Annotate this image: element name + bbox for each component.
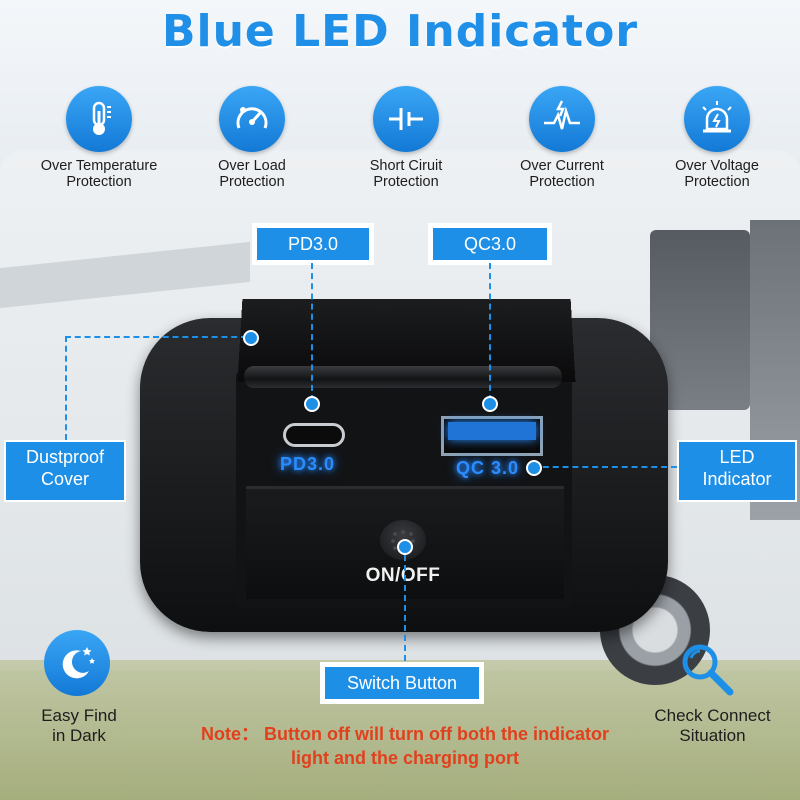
feature-over-voltage: Over Voltage Protection <box>642 86 792 190</box>
qc-port-led-label: QC 3.0 <box>456 458 520 478</box>
switch-callout-line <box>404 545 406 661</box>
on-off-label: ON/OFF <box>365 565 441 586</box>
note-text: Note： Button off will turn off both the … <box>201 724 609 768</box>
pd-callout-dot <box>304 396 320 412</box>
check-connect-label: Check Connect Situation <box>654 706 771 745</box>
feature-over-current: Over Current Protection <box>487 86 637 190</box>
pd-port-led-label: PD3.0 <box>280 454 336 474</box>
feature-label: Over Temperature Protection <box>40 158 158 190</box>
feature-label: Over Load Protection <box>218 158 286 190</box>
cover-hinge <box>244 366 562 388</box>
current-wave-icon <box>529 86 595 152</box>
voltage-light-icon <box>684 86 750 152</box>
moon-stars-icon <box>44 630 110 696</box>
dustproof-callout-line-h <box>65 336 247 338</box>
dustproof-callout-tag: Dustproof Cover <box>4 440 126 502</box>
qc-callout-tag: QC3.0 <box>428 223 552 265</box>
feature-short-circuit: Short Ciruit Protection <box>331 86 481 190</box>
pd-callout-tag: PD3.0 <box>252 223 374 265</box>
qc-callout-line <box>489 263 491 401</box>
usb-c-port[interactable] <box>283 423 345 447</box>
feature-label: Over Current Protection <box>520 158 604 190</box>
usb-a-port-led <box>448 422 536 440</box>
dustproof-callout-line-v <box>65 336 67 440</box>
feature-label: Over Voltage Protection <box>675 158 759 190</box>
qc-callout-dot <box>482 396 498 412</box>
led-callout-line <box>533 466 677 468</box>
thermometer-icon <box>66 86 132 152</box>
led-callout-dot <box>526 460 542 476</box>
magnifier-icon <box>678 640 738 700</box>
feature-label: Short Ciruit Protection <box>369 158 443 190</box>
pd-callout-line <box>311 263 313 401</box>
page-title: Blue LED Indicator <box>161 6 639 57</box>
led-callout-tag: LED Indicator <box>677 440 797 502</box>
easy-find-label: Easy Find in Dark <box>41 706 117 745</box>
short-circuit-icon <box>373 86 439 152</box>
gauge-icon <box>219 86 285 152</box>
switch-callout-dot <box>397 539 413 555</box>
switch-callout-tag: Switch Button <box>320 662 484 704</box>
feature-over-load: Over Load Protection <box>177 86 327 190</box>
dustproof-callout-dot <box>243 330 259 346</box>
feature-over-temperature: Over Temperature Protection <box>24 86 174 190</box>
